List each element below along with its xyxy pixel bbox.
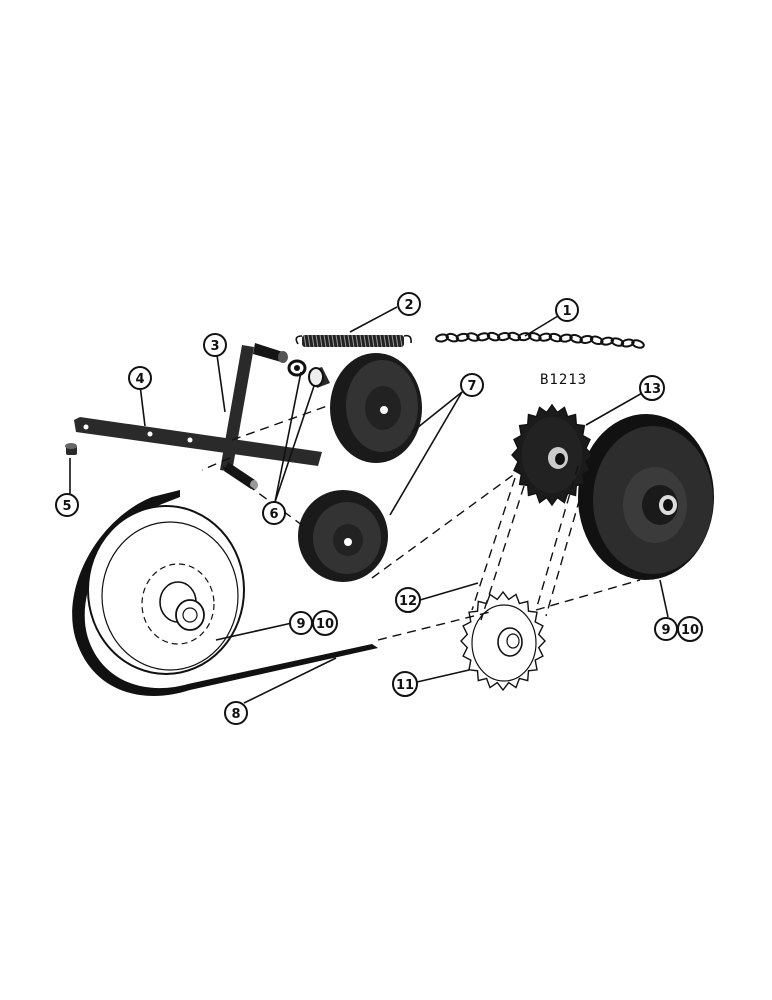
callout-6: 6 — [262, 501, 286, 525]
idler-pulley-upper — [330, 353, 422, 463]
drive-pulley-right — [578, 414, 714, 580]
idler-pulley-lower — [298, 490, 388, 582]
callout-10-right: 10 — [677, 616, 703, 642]
callout-3: 3 — [203, 333, 227, 357]
callout-1: 1 — [555, 298, 579, 322]
callout-12: 12 — [395, 587, 421, 613]
svg-text:6: 6 — [269, 507, 278, 522]
svg-text:3: 3 — [210, 339, 219, 354]
svg-text:1: 1 — [562, 304, 571, 319]
spring-part — [295, 334, 412, 348]
svg-text:13: 13 — [643, 382, 661, 397]
callout-4: 4 — [128, 366, 152, 390]
svg-text:9: 9 — [296, 617, 305, 632]
washer-bushing-part — [287, 359, 330, 388]
callout-9-left: 9 — [289, 611, 313, 635]
svg-text:10: 10 — [681, 623, 699, 638]
callout-9-right: 9 — [654, 617, 678, 641]
svg-text:11: 11 — [396, 678, 414, 693]
roller-chain-part — [471, 465, 589, 621]
svg-text:7: 7 — [467, 379, 476, 394]
idler-arm-part — [220, 343, 288, 490]
leader-lines — [69, 306, 669, 704]
chain-part — [435, 331, 645, 349]
drive-pulley-left — [87, 505, 245, 675]
callout-2: 2 — [397, 292, 421, 316]
svg-text:4: 4 — [135, 372, 144, 387]
callout-5: 5 — [55, 493, 79, 517]
sprocket-upper — [511, 403, 593, 507]
svg-text:2: 2 — [404, 298, 413, 313]
bar-part — [74, 417, 322, 466]
svg-text:10: 10 — [316, 617, 334, 632]
belt-part — [72, 490, 379, 696]
svg-text:12: 12 — [399, 594, 417, 609]
figure-code: B1213 — [540, 372, 587, 388]
svg-text:8: 8 — [231, 707, 240, 722]
assembly-lines — [201, 404, 641, 641]
callout-7: 7 — [460, 373, 484, 397]
callout-10-left: 10 — [312, 610, 338, 636]
callout-13: 13 — [639, 375, 665, 401]
callout-11: 11 — [392, 671, 418, 697]
bolt-part — [65, 443, 77, 455]
svg-text:9: 9 — [661, 623, 670, 638]
svg-text:5: 5 — [62, 499, 71, 514]
callout-8: 8 — [224, 701, 248, 725]
